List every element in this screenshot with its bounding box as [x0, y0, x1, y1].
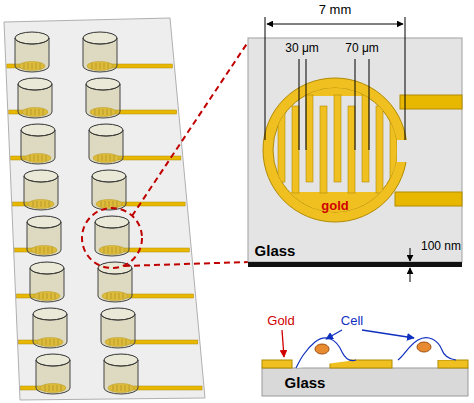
plate-edge — [248, 262, 462, 267]
glass-plate — [248, 38, 462, 262]
glass-slide — [4, 18, 205, 400]
cross-section — [262, 330, 468, 396]
part-label: Cell — [341, 314, 363, 329]
material-label: Glass — [255, 242, 296, 259]
material-label: gold — [321, 199, 348, 214]
part-label: Gold — [267, 314, 294, 329]
well-array — [7, 32, 202, 394]
zoom-line — [132, 42, 248, 216]
dimension-label: 30 μm — [285, 42, 319, 56]
dimension-label: 7 mm — [319, 3, 352, 18]
zoom-line — [124, 262, 248, 266]
zoom-circle — [82, 208, 142, 268]
dimension-label: 100 nm — [421, 240, 461, 254]
electrode — [260, 70, 462, 232]
material-label: Glass — [285, 374, 326, 391]
dimension-label: 70 μm — [345, 42, 379, 56]
